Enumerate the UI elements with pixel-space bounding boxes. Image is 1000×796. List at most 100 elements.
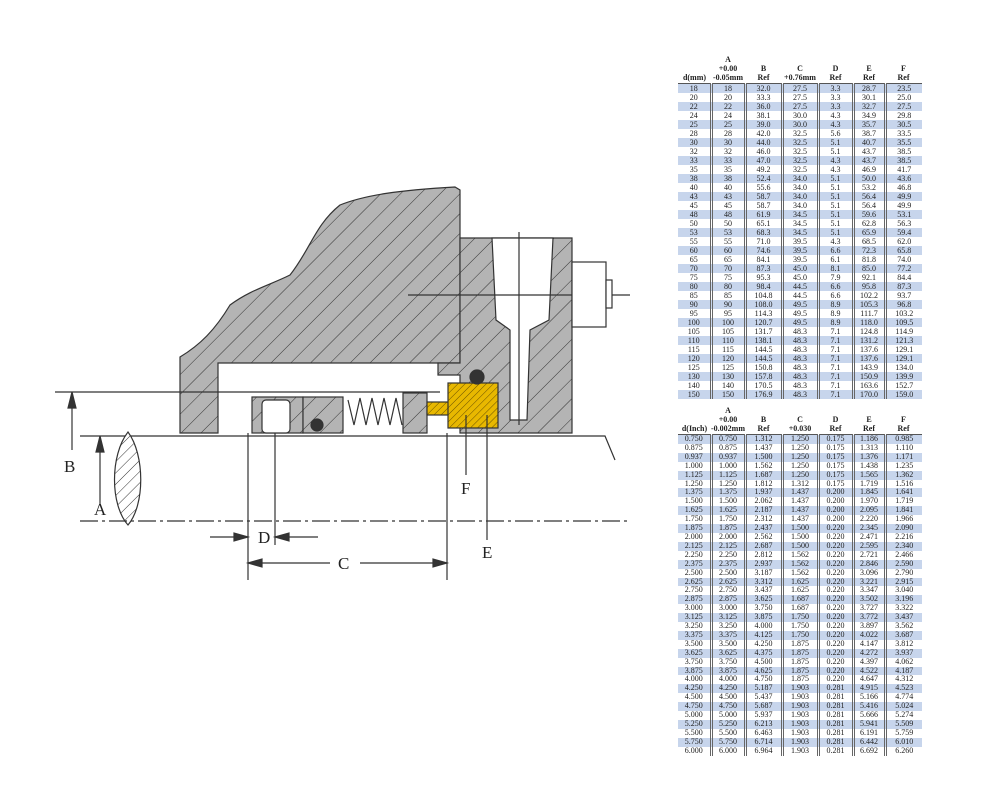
table-cell: 25 [678, 120, 711, 129]
table-cell: 45 [709, 201, 745, 210]
column-header: E Ref [853, 406, 885, 435]
table-cell: 100 [678, 318, 711, 327]
table-cell: 150 [678, 390, 711, 399]
table-cell: 7.1 [816, 336, 853, 345]
table-cell: 34.5 [780, 210, 818, 219]
table-cell: 49.5 [780, 318, 818, 327]
table-cell: 2.500 [709, 568, 745, 578]
table-cell: 3.375 [678, 630, 711, 640]
table-cell: 4.3 [816, 111, 853, 120]
table-cell: 34.0 [780, 192, 818, 201]
table-cell: 2.090 [883, 523, 922, 533]
table-cell: 150.9 [851, 372, 885, 381]
table-cell: 56.4 [851, 201, 885, 210]
dim-label-b: B [64, 457, 75, 476]
table-cell: 1.376 [851, 452, 885, 462]
table-cell: 48.3 [780, 327, 818, 336]
table-cell: 30.1 [851, 93, 885, 102]
table-cell: 104.8 [743, 291, 782, 300]
table-cell: 1.625 [678, 505, 711, 516]
table-cell: 1.375 [709, 488, 745, 498]
table-cell: 2.471 [851, 532, 885, 542]
housing [179, 186, 461, 434]
table-cell: 1.812 [743, 479, 782, 489]
table-cell: 49.5 [780, 300, 818, 309]
table-cell: 74.6 [743, 246, 782, 255]
table-cell: 170.5 [743, 381, 782, 390]
table-cell: 4.625 [743, 666, 782, 676]
table-cell: 81.8 [851, 255, 885, 264]
shaft [80, 435, 616, 461]
table-cell: 1.750 [684, 514, 703, 524]
table-cell: 0.220 [816, 550, 853, 560]
table-cell: 1.875 [678, 523, 711, 533]
table-cell: 53 [678, 228, 711, 237]
table-cell: 34.0 [780, 201, 818, 210]
table-cell: 1.438 [851, 461, 885, 471]
table-cell: 46.8 [883, 183, 922, 192]
table-cell: 0.220 [816, 577, 853, 587]
table-cell: 1.250 [684, 478, 703, 488]
table-cell: 71.0 [743, 237, 782, 246]
table-cell: 68.5 [851, 237, 885, 246]
table-cell: 5.941 [851, 719, 885, 729]
table-cell: 4.022 [851, 630, 885, 640]
table-cell: 32.7 [851, 102, 885, 111]
table-cell: 53.1 [883, 210, 922, 219]
column-header: d(Inch) [678, 406, 711, 435]
table-cell: 1.437 [780, 514, 818, 525]
table-cell: 6.191 [851, 728, 885, 738]
table-cell: 90 [678, 300, 711, 309]
table-cell: 75 [689, 273, 698, 282]
table-cell: 130 [678, 372, 711, 381]
table-cell: 3.187 [743, 568, 782, 578]
table-cell: 2.875 [678, 594, 711, 605]
table-cell: 39.5 [780, 237, 818, 246]
table-cell: 32 [709, 147, 745, 156]
table-cell: 1.750 [780, 612, 818, 623]
table-cell: 5.000 [684, 710, 703, 720]
table-cell: 48.3 [780, 354, 818, 363]
table-cell: 62.8 [851, 219, 885, 228]
table-cell: 28 [689, 129, 698, 138]
table-cell: 3.812 [883, 639, 922, 649]
table-cell: 4.397 [851, 657, 885, 667]
column-header: C +0.030 [782, 406, 818, 435]
table-cell: 43.7 [851, 156, 885, 165]
table-cell: 48.3 [780, 390, 818, 399]
table-cell: 33.5 [883, 129, 922, 138]
table-cell: 68.3 [743, 228, 782, 237]
table-cell: 90 [709, 300, 745, 309]
table-cell: 176.9 [743, 390, 782, 399]
table-cell: 44.5 [780, 282, 818, 291]
table-cell: 36.0 [743, 102, 782, 111]
table-cell: 4.375 [743, 648, 782, 658]
table-cell: 32.5 [780, 165, 818, 174]
table-cell: 159.0 [883, 390, 922, 399]
table-cell: 0.220 [816, 621, 853, 631]
column-header: E Ref [853, 55, 885, 84]
table-cell: 2.915 [883, 577, 922, 587]
table-cell: 1.437 [780, 488, 818, 498]
table-cell: 30.0 [780, 111, 818, 120]
table-cell: 41.7 [883, 165, 922, 174]
table-cell: 32.5 [780, 156, 818, 165]
table-cell: 6.442 [851, 737, 885, 747]
table-cell: 2.437 [743, 523, 782, 533]
table-cell: 25 [709, 120, 745, 129]
table-cell: 1.903 [780, 710, 818, 720]
